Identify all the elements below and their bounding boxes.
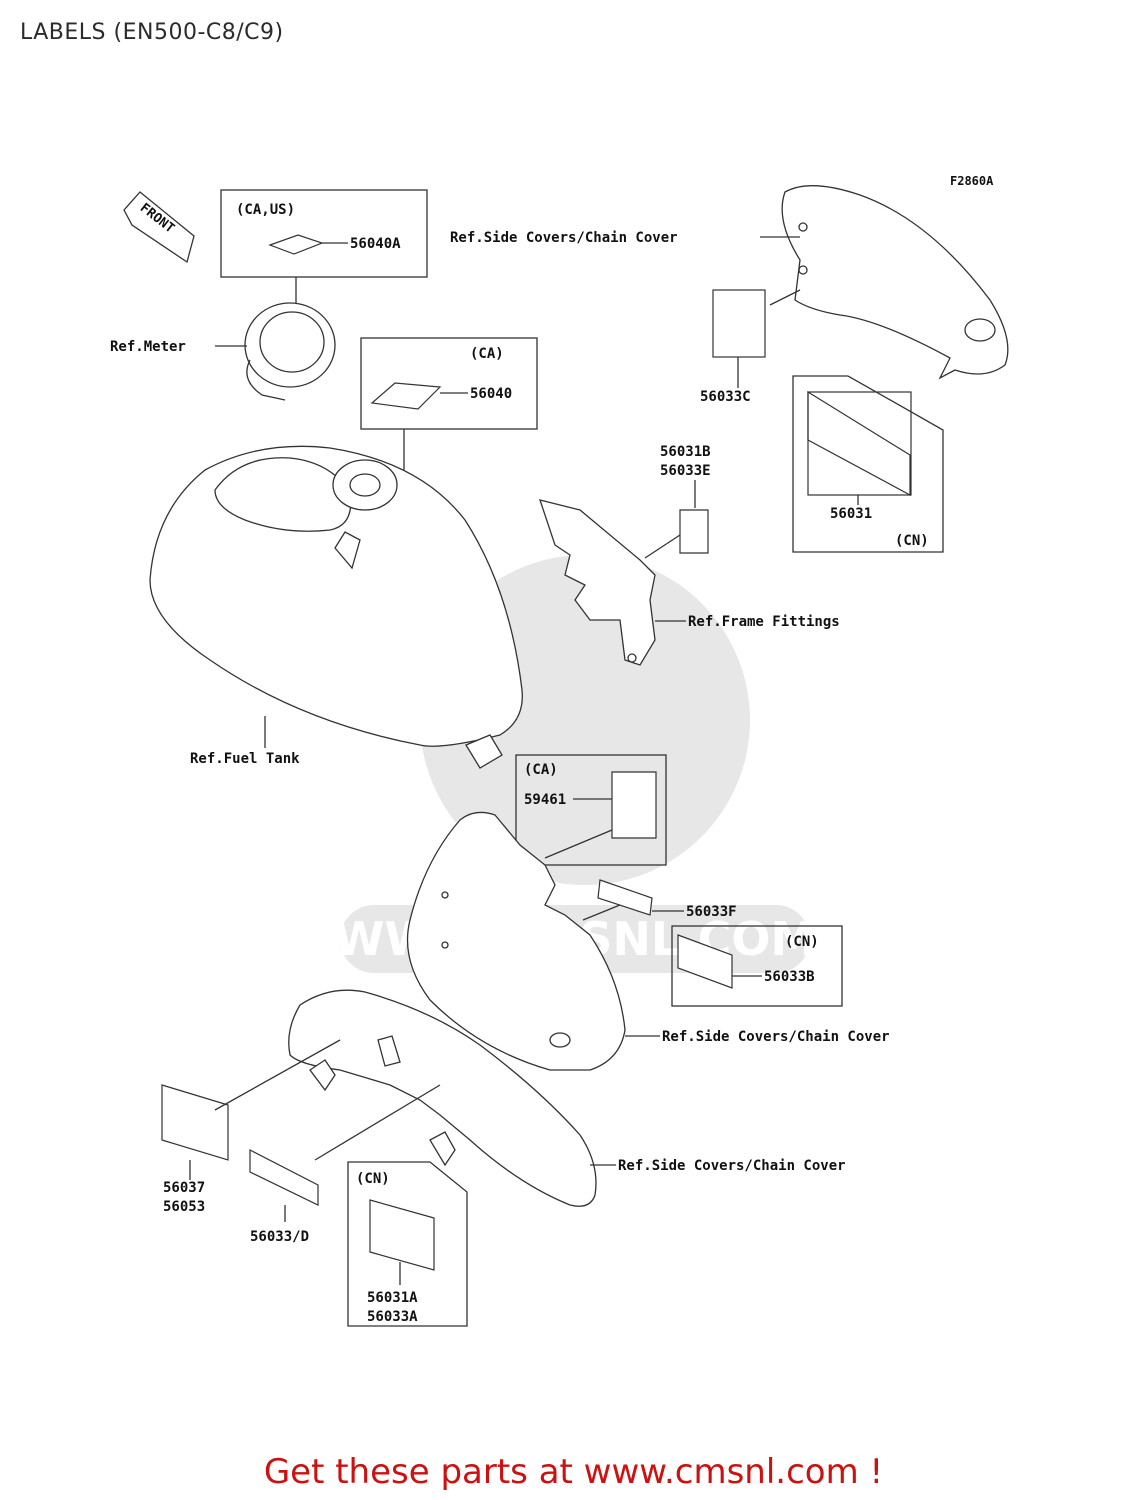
label-56033F: 56033F: [582, 879, 737, 921]
front-arrow-icon: FRONT: [123, 191, 195, 264]
region-ca-us: (CA,US): [236, 202, 295, 218]
part-56031A: 56031A: [367, 1290, 418, 1306]
label-box-56033B: (CN) 56033B: [671, 925, 843, 1007]
ref-meter: Ref.Meter: [110, 339, 186, 355]
part-56037: 56037: [163, 1180, 205, 1196]
label-box-56040A: (CA,US) 56040A: [220, 189, 428, 320]
region-cn-b: (CN): [785, 934, 819, 950]
part-56031: 56031: [830, 506, 872, 522]
part-56040: 56040: [470, 386, 512, 402]
part-56040A: 56040A: [350, 236, 401, 252]
part-56033F: 56033F: [686, 904, 737, 920]
part-59461: 59461: [524, 792, 566, 808]
frame-fittings-part: Ref.Frame Fittings: [539, 499, 840, 666]
ref-frame-fittings: Ref.Frame Fittings: [688, 614, 840, 630]
label-56037-56053: 56037 56053: [161, 1039, 341, 1215]
parts-diagram: WWW.CMSNL.COM F2860A FRONT (CA,US) 56040…: [110, 174, 1009, 1327]
part-56033C: 56033C: [700, 389, 751, 405]
fuel-tank-part: Ref.Fuel Tank: [149, 445, 523, 769]
label-56033C: 56033C: [700, 289, 766, 405]
side-cover-top-part: Ref.Side Covers/Chain Cover: [450, 185, 1009, 380]
chain-cover-part: Ref.Side Covers/Chain Cover: [288, 989, 846, 1207]
part-56031B: 56031B: [660, 444, 711, 460]
label-box-56031: 56031 (CN): [792, 375, 944, 553]
figure-code: F2860A: [950, 174, 994, 188]
part-56033E: 56033E: [660, 463, 711, 479]
ref-side-covers-bottom: Ref.Side Covers/Chain Cover: [618, 1158, 846, 1174]
part-56033A: 56033A: [367, 1309, 418, 1325]
part-56033B: 56033B: [764, 969, 815, 985]
region-ca-a: (CA): [470, 346, 504, 362]
region-ca-b: (CA): [524, 762, 558, 778]
ref-side-covers-top: Ref.Side Covers/Chain Cover: [450, 230, 678, 246]
region-cn-c: (CN): [356, 1171, 390, 1187]
part-56053: 56053: [163, 1199, 205, 1215]
ref-side-covers-mid: Ref.Side Covers/Chain Cover: [662, 1029, 890, 1045]
label-box-56031A-56033A: (CN) 56031A 56033A: [347, 1161, 468, 1327]
meter-part: Ref.Meter: [110, 302, 336, 401]
region-cn-a: (CN): [895, 533, 929, 549]
label-56033D: 56033/D: [249, 1084, 441, 1245]
label-box-59461: (CA) 59461: [515, 754, 667, 866]
side-cover-mid-part: Ref.Side Covers/Chain Cover: [406, 811, 890, 1071]
footer-cta[interactable]: Get these parts at www.cmsnl.com !: [263, 1452, 884, 1492]
page-title: LABELS (EN500-C8/C9): [20, 20, 284, 45]
part-56033D: 56033/D: [250, 1229, 309, 1245]
label-56031B-56033E: 56031B 56033E: [644, 444, 711, 559]
ref-fuel-tank: Ref.Fuel Tank: [190, 751, 300, 767]
